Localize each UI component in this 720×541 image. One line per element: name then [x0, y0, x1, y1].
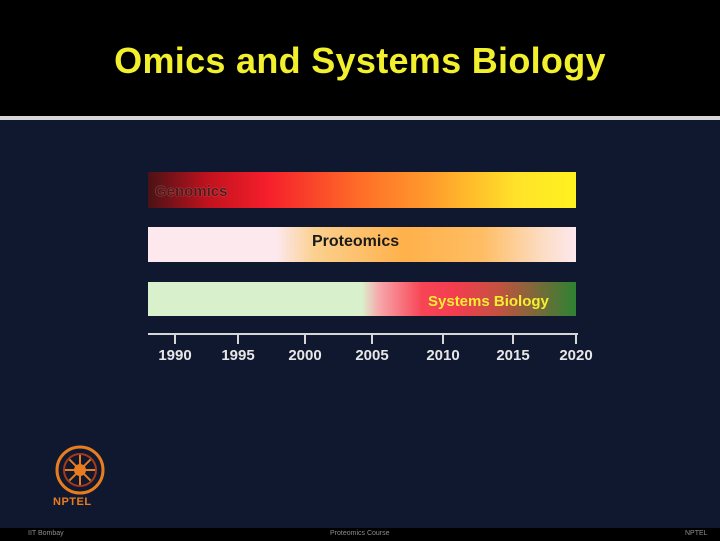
systems-biology-label: Systems Biology: [428, 293, 549, 310]
timeline-tick-label: 2010: [426, 347, 460, 364]
timeline-tick: [237, 334, 239, 344]
timeline-tick-label: 1990: [158, 347, 192, 364]
footer: IIT Bombay Proteomics Course NPTEL: [0, 528, 720, 541]
timeline-tick: [575, 334, 577, 344]
systems-biology-bar: [148, 282, 576, 316]
timeline-tick-label: 2000: [288, 347, 322, 364]
nptel-logo-icon: [55, 445, 105, 495]
timeline-tick: [174, 334, 176, 344]
timeline-tick: [371, 334, 373, 344]
title-band: Omics and Systems Biology: [0, 0, 720, 116]
footer-institute: IIT Bombay: [28, 530, 64, 537]
slide-title: Omics and Systems Biology: [114, 40, 606, 81]
proteomics-bar: [148, 227, 576, 262]
logo-text: NPTEL: [53, 496, 92, 508]
genomics-label: Genomics: [155, 183, 228, 200]
timeline-tick: [442, 334, 444, 344]
timeline-tick-label: 2005: [355, 347, 389, 364]
timeline-tick: [304, 334, 306, 344]
timeline-axis: [148, 333, 578, 335]
genomics-bar: [148, 172, 576, 208]
timeline-tick: [512, 334, 514, 344]
title-divider: [0, 116, 720, 120]
timeline-tick-label: 2015: [496, 347, 530, 364]
footer-brand: NPTEL: [685, 530, 708, 537]
footer-course: Proteomics Course: [330, 530, 390, 537]
proteomics-label: Proteomics: [312, 233, 400, 250]
timeline-tick-label: 1995: [221, 347, 255, 364]
timeline-tick-label: 2020: [559, 347, 593, 364]
